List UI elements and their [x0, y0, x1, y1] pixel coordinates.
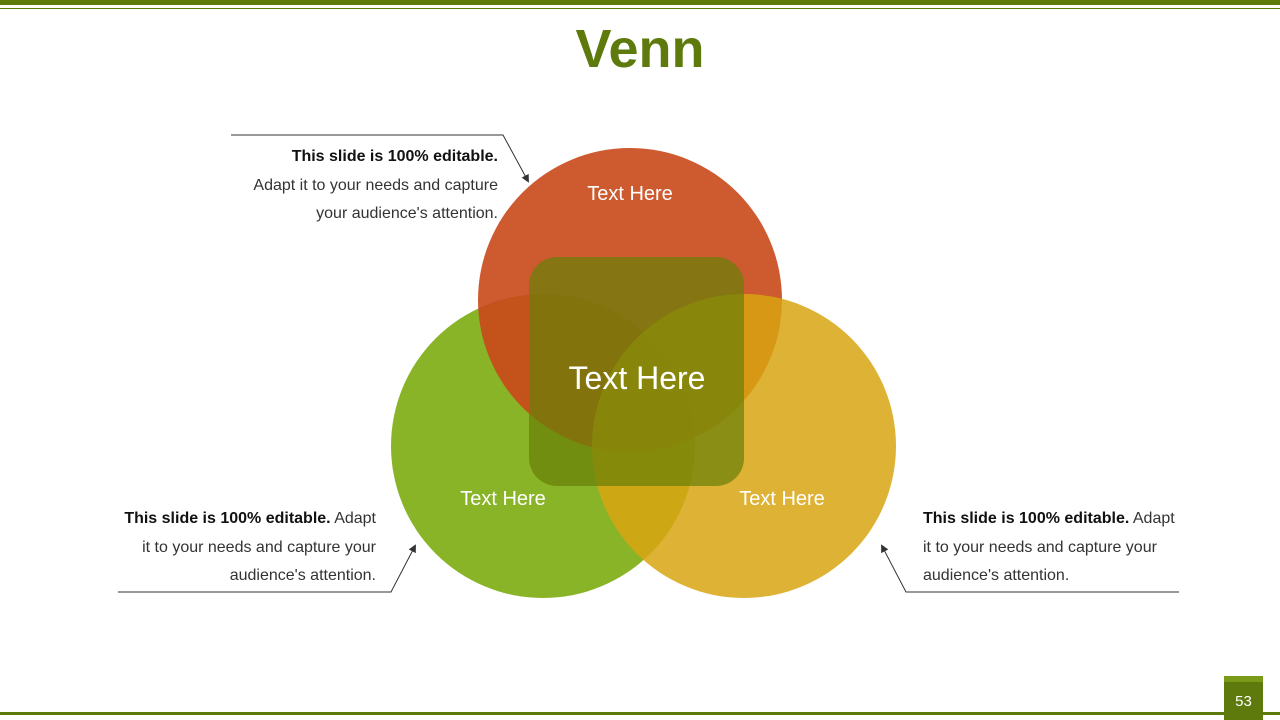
top-accent-line — [0, 8, 1280, 9]
callout-bottom-right-bold: This slide is 100% editable. — [923, 510, 1130, 527]
callout-bottom-left-line2: it to your needs and capture your — [142, 538, 376, 556]
venn-left-label: Text Here — [460, 488, 546, 510]
page-number: 53 — [1224, 676, 1263, 720]
bottom-accent-line — [0, 712, 1280, 715]
callout-bottom-right-leader — [881, 544, 1179, 593]
callout-bottom-left-line3: audience's attention. — [229, 567, 376, 584]
callout-bottom-right-line2: it to your needs and capture your — [923, 538, 1157, 556]
venn-center-label: Text Here — [568, 360, 706, 396]
venn-top-label: Text Here — [587, 183, 673, 205]
venn-center-square — [529, 257, 744, 486]
callout-bottom-left-rest: Adapt — [330, 510, 376, 527]
top-accent-bar — [0, 0, 1280, 5]
callout-top-left-line2: Adapt it to your needs and capture — [253, 176, 498, 194]
callout-bottom-right-rest: Adapt — [1129, 510, 1175, 527]
callout-top-left-bold: This slide is 100% editable. — [291, 148, 498, 165]
callout-top-left-leader — [231, 134, 529, 183]
venn-right-label: Text Here — [739, 488, 825, 510]
callout-bottom-right: This slide is 100% editable. Adapt it to… — [923, 505, 1203, 591]
callout-bottom-left-bold: This slide is 100% editable. — [124, 510, 331, 527]
callout-top-left: This slide is 100% editable. Adapt it to… — [220, 143, 498, 229]
callout-bottom-right-line3: audience's attention. — [923, 567, 1070, 584]
slide-title: Venn — [575, 19, 705, 79]
callout-bottom-left: This slide is 100% editable. Adapt it to… — [100, 505, 376, 591]
callout-top-left-line3: your audience's attention. — [316, 205, 498, 222]
callout-bottom-left-leader — [118, 544, 416, 593]
